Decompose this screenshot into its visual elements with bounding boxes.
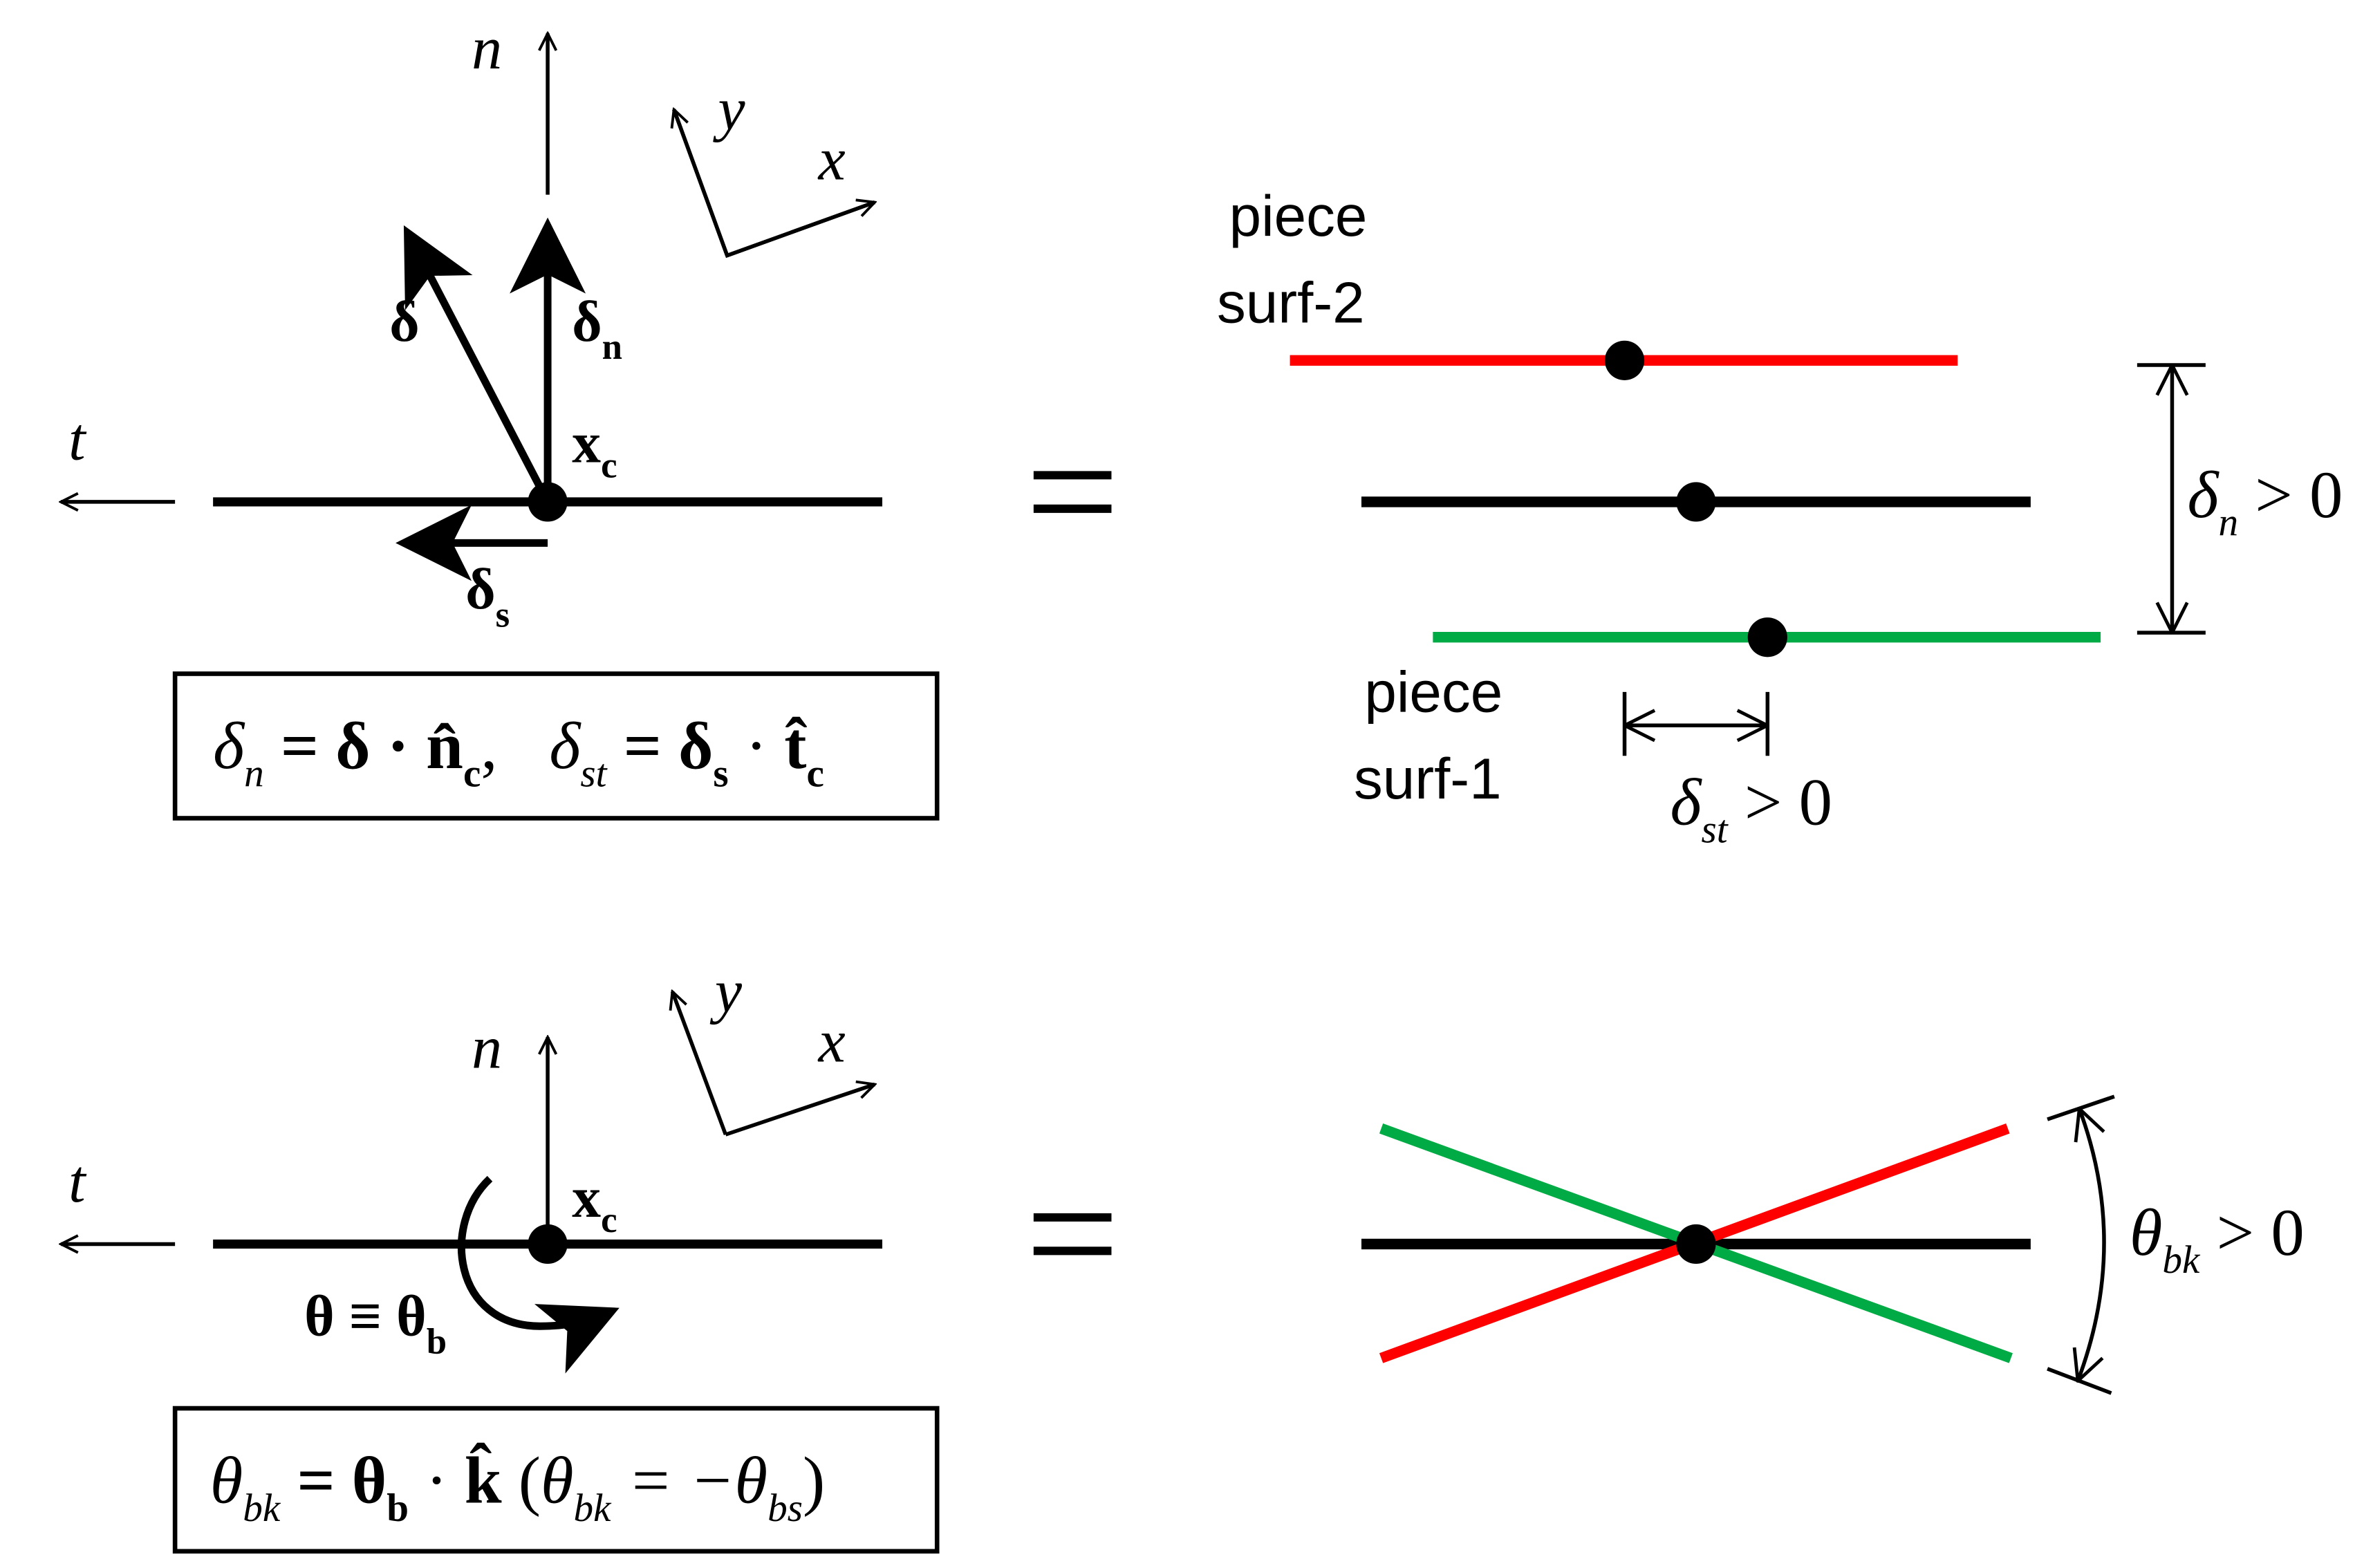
equals-sign: = — [1025, 1141, 1119, 1326]
delta-s-label: δs — [465, 558, 510, 635]
delta-arrow — [403, 225, 551, 504]
frame-y-label: y — [712, 76, 745, 143]
bottom-right-panel: = θbk > 0 — [1025, 1094, 2305, 1395]
formula-box — [172, 671, 940, 821]
dst-label: δst > 0 — [1671, 765, 1833, 851]
theta-label: θ ≡ θb — [304, 1285, 447, 1361]
frame-x-label: x — [817, 1008, 846, 1075]
xc-label: xc — [572, 412, 617, 486]
contact-point — [528, 1224, 568, 1264]
rotation-arrow — [458, 1175, 620, 1374]
dn-label: δn > 0 — [2187, 458, 2343, 544]
reference-point — [1676, 482, 1716, 522]
frame-y-arrow — [672, 991, 728, 1136]
t-axis-label: t — [68, 1148, 87, 1215]
xc-label: xc — [572, 1166, 617, 1240]
equals-sign: = — [1025, 399, 1119, 584]
frame-x-arrow — [725, 1084, 875, 1137]
rotation-formula: θbk = θb · k̂ (θbk = −θbs) — [210, 1441, 825, 1529]
surf1-point — [1747, 617, 1787, 657]
rotation-center-point — [1676, 1224, 1716, 1264]
frame-y-label: y — [709, 958, 743, 1025]
frame-x-arrow — [726, 203, 875, 258]
top-left-panel: n y x t δ δn xc δs δn = δ · n̂c,δst = δs… — [61, 15, 940, 821]
n-axis-label: n — [472, 15, 502, 82]
delta-label: δ — [389, 290, 419, 354]
frame-x-label: x — [817, 127, 846, 194]
delta-n-label: δn — [572, 290, 622, 367]
bottom-left-panel: n y x t xc θ ≡ θb θbk = θb · k̂ (θbk = −… — [61, 958, 940, 1554]
n-axis-label: n — [472, 1014, 502, 1081]
frame-y-arrow — [674, 109, 729, 256]
theta-dimension-arc — [2078, 1109, 2106, 1381]
contact-point — [528, 482, 568, 522]
theta-bk-label: θbk > 0 — [2130, 1195, 2305, 1282]
formula-box — [172, 1406, 940, 1554]
surf2-point — [1604, 340, 1645, 380]
t-axis-label: t — [68, 406, 87, 473]
displacement-formula: δn = δ · n̂c,δst = δs · t̂c — [213, 709, 824, 795]
